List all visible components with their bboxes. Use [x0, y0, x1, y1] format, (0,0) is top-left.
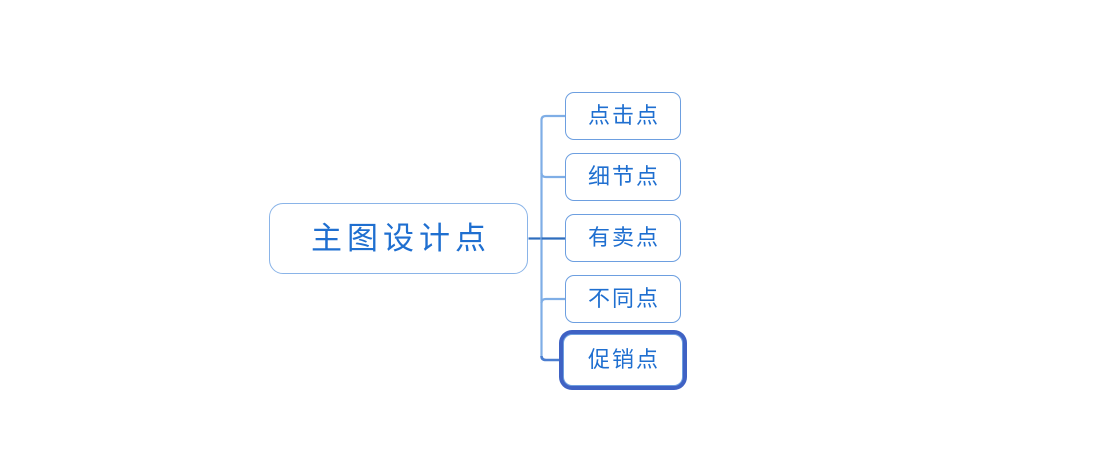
mindmap-root-label: 主图设计点: [311, 221, 491, 256]
mindmap-node-4[interactable]: 不同点: [565, 275, 681, 323]
mindmap-node-3-label: 有卖点: [587, 225, 660, 250]
mindmap-node-5-label: 促销点: [587, 347, 660, 372]
mindmap-node-2-label: 细节点: [587, 164, 660, 189]
mindmap-root-node[interactable]: 主图设计点: [269, 203, 528, 274]
mindmap-node-1[interactable]: 点击点: [565, 92, 681, 140]
mindmap-node-5-selected[interactable]: 促销点: [563, 334, 683, 386]
mindmap-node-1-label: 点击点: [587, 103, 660, 128]
mindmap-node-2[interactable]: 细节点: [565, 153, 681, 201]
mindmap-node-4-label: 不同点: [587, 286, 660, 311]
mindmap-node-3[interactable]: 有卖点: [565, 214, 681, 262]
